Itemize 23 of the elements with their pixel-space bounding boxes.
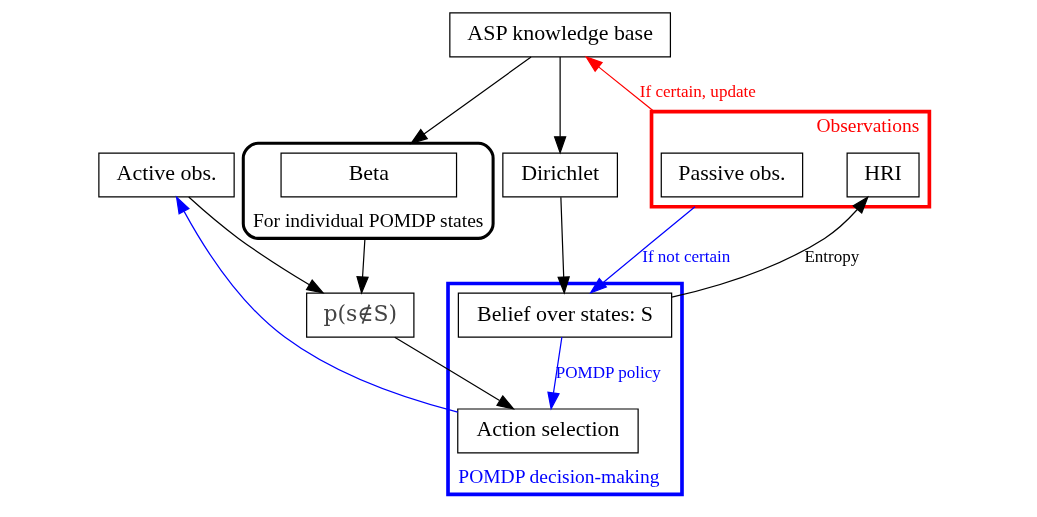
arrow [588,206,696,294]
node-box: Beta [279,152,457,198]
arrow [355,237,369,295]
arrow [175,195,458,413]
node-box: Active obs. [97,152,235,198]
edge-label: If not certain [641,246,730,266]
arrow [393,336,515,410]
arrow [553,56,567,155]
node-box: Action selection [456,408,639,454]
arrow [584,55,655,113]
node-box: Dirichlet [501,152,618,198]
arrow [556,196,570,295]
node-box: Passive obs. [660,152,803,198]
arrow [670,195,869,298]
arrow [187,196,325,294]
edge-label: If certain, update [639,82,756,102]
node-box: p(s∉S) [305,292,414,338]
arrow [409,56,532,145]
node-box: Belief over states: S [457,292,672,338]
arrow [546,336,562,411]
node-box: ASP knowledge base [448,12,671,58]
node-box: HRI [846,152,920,198]
edge-label: Entropy [803,246,859,266]
